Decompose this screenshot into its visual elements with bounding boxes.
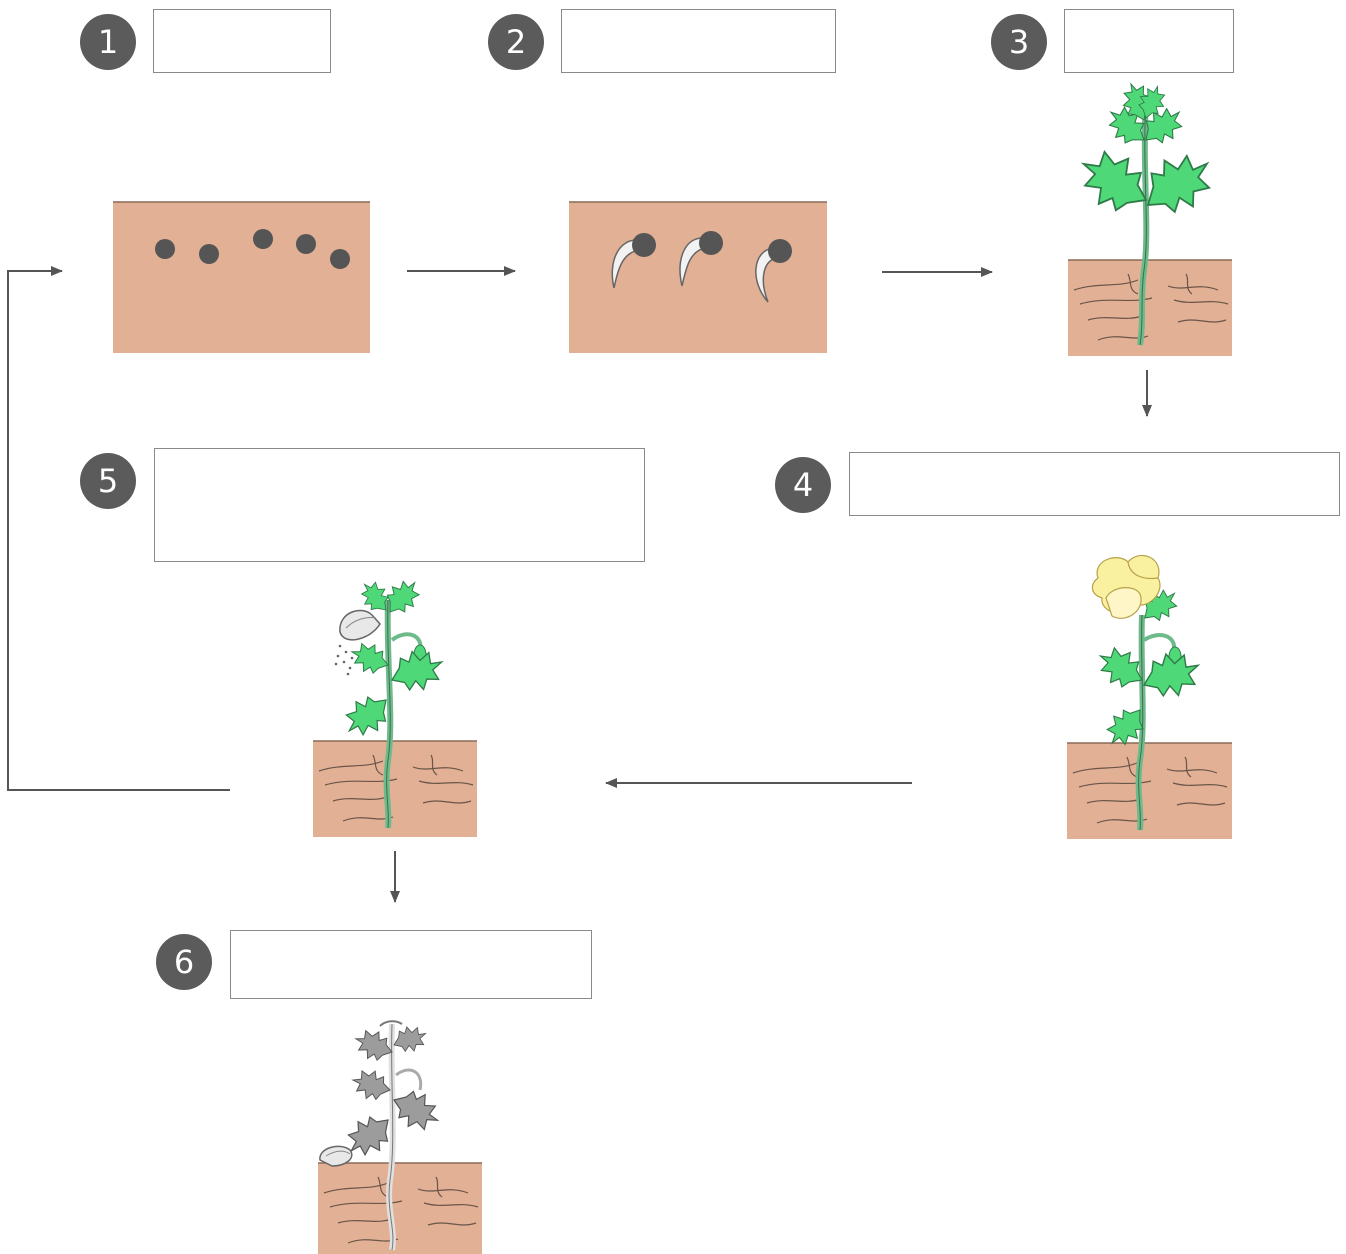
step-badge-2: 2 [488, 14, 544, 70]
answer-box-5[interactable] [154, 448, 645, 562]
answer-box-2[interactable] [561, 9, 836, 73]
plant-icon [1068, 78, 1232, 356]
cycle-arrows [7, 266, 1152, 903]
step-badge-5: 5 [80, 453, 136, 509]
seedling-icon [569, 201, 827, 353]
seed-icon [113, 201, 370, 353]
wilted-plant-icon [318, 1020, 482, 1254]
step-badge-6: 6 [156, 934, 212, 990]
seed-pod-icon [313, 572, 477, 837]
step-badge-4: 4 [775, 457, 831, 513]
step-badge-3: 3 [991, 14, 1047, 70]
answer-box-4[interactable] [849, 452, 1340, 516]
step-badge-1: 1 [80, 14, 136, 70]
answer-box-1[interactable] [153, 9, 331, 73]
flowering-plant-icon [1067, 554, 1232, 839]
answer-box-6[interactable] [230, 930, 592, 999]
answer-box-3[interactable] [1064, 9, 1234, 73]
